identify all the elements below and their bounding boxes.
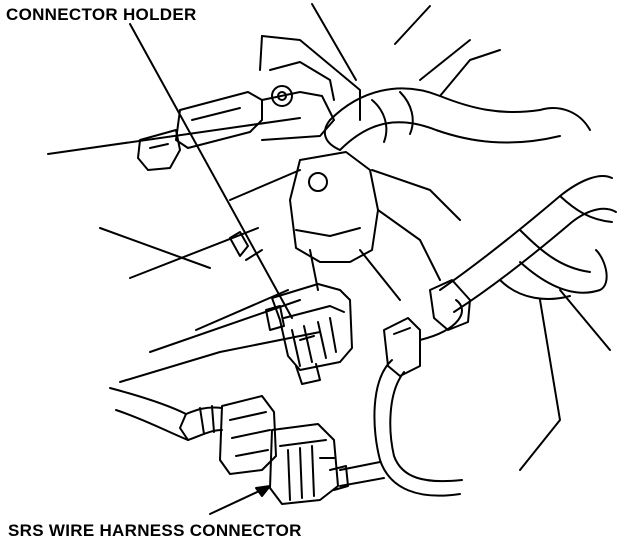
- harness-clip: [383, 279, 471, 377]
- right-harness-tube: [439, 175, 617, 313]
- central-block: [229, 151, 461, 301]
- connector-holder: [265, 283, 353, 385]
- connector-holder-leader: [129, 23, 293, 319]
- background-structure: [47, 3, 611, 471]
- upper-hose: [323, 49, 591, 151]
- upper-bracket: [137, 61, 335, 171]
- srs-wire-harness-connector-label: SRS WIRE HARNESS CONNECTOR: [8, 521, 302, 540]
- connector-holder-label: CONNECTOR HOLDER: [6, 5, 197, 24]
- left-harness-plug: [109, 387, 277, 475]
- srs-harness-cable: [339, 299, 463, 497]
- srs-connector-leader: [209, 485, 271, 515]
- srs-connector: [269, 423, 349, 505]
